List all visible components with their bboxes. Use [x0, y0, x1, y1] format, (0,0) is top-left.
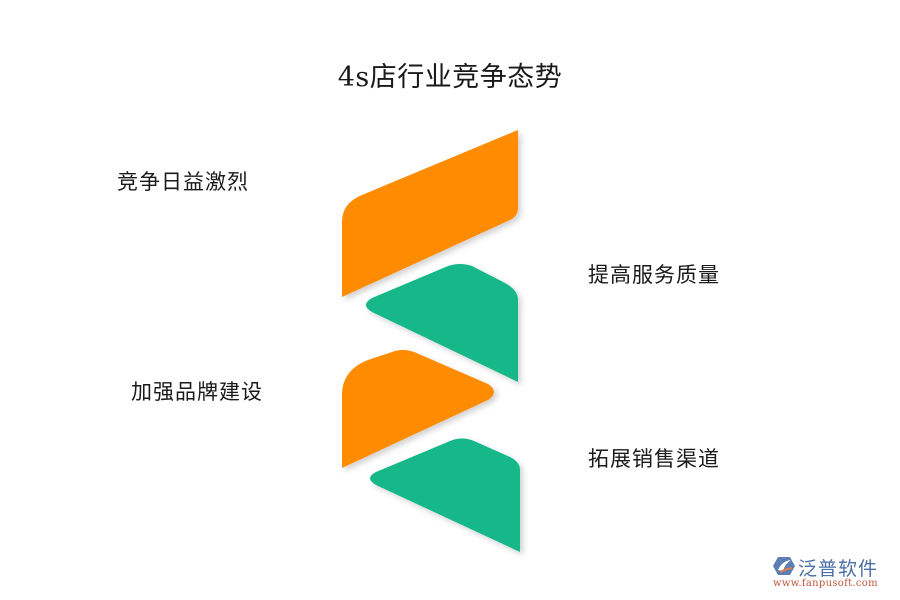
- segment-2-teal: [366, 264, 518, 382]
- segment-3-orange: [342, 350, 494, 468]
- watermark-url: www.fanpusoft.com: [773, 578, 878, 589]
- label-expand-sales-channels: 拓展销售渠道: [588, 447, 720, 471]
- label-strengthen-brand: 加强品牌建设: [131, 380, 263, 404]
- page-title: 4s店行业竞争态势: [337, 62, 563, 93]
- segment-4-teal: [370, 438, 520, 552]
- label-competition-intensifying: 竞争日益激烈: [117, 170, 249, 194]
- label-improve-service-quality: 提高服务质量: [588, 263, 720, 287]
- fanpu-logo-icon: [773, 557, 795, 575]
- segment-1-orange: [342, 130, 518, 297]
- watermark-brand: 泛普软件: [798, 558, 879, 580]
- watermark: 泛普软件 www.fanpusoft.com: [768, 553, 893, 593]
